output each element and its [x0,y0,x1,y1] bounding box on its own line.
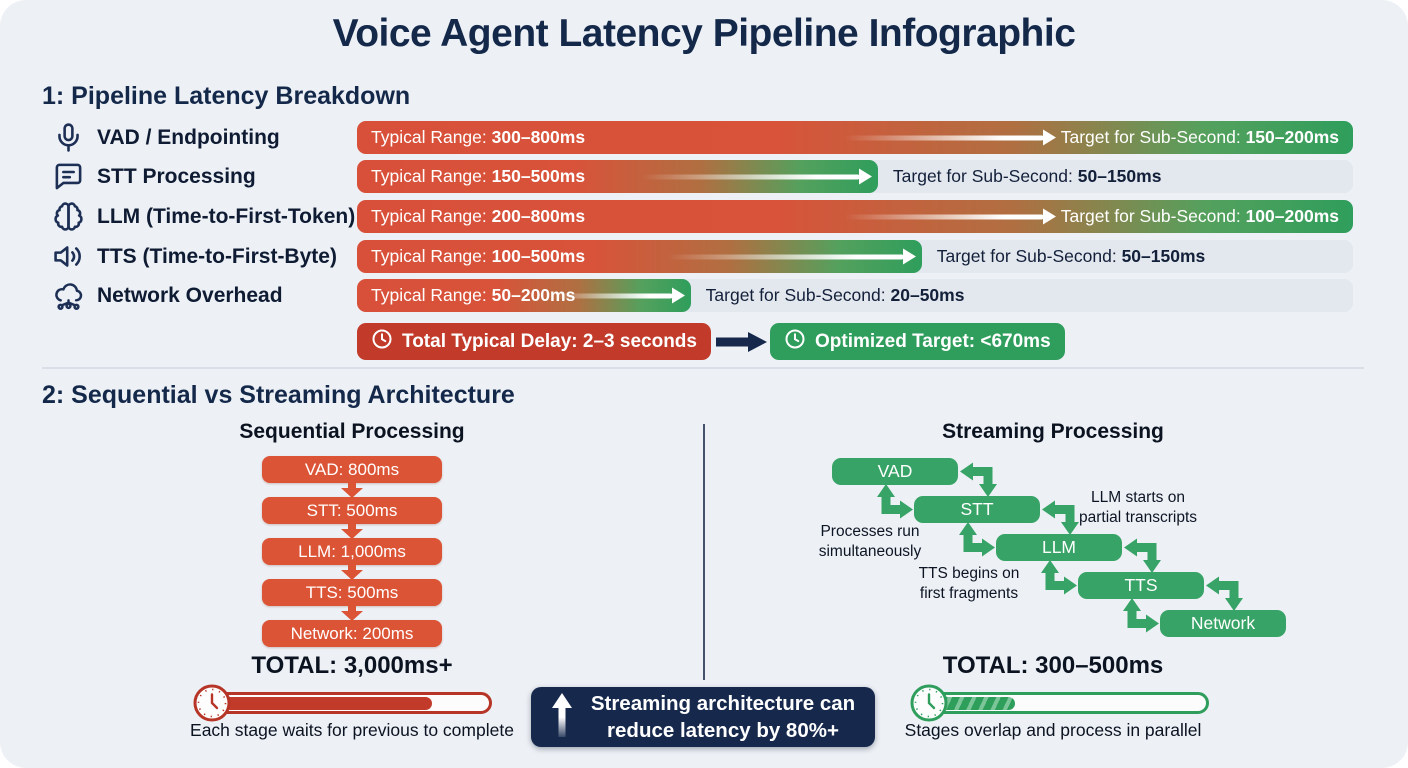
clock-icon [784,328,806,356]
target-text: Target for Sub-Second: 100–200ms [1060,206,1339,226]
typical-range-bar: Typical Range: 150–500ms [357,160,878,193]
typical-range-text: Typical Range: 100–500ms [371,246,586,266]
sequential-title: Sequential Processing [239,420,465,443]
typical-range-text: Typical Range: 50–200ms [371,285,576,305]
brain-icon [50,198,86,234]
typical-range-bar: Typical Range: 50–200ms [357,279,691,312]
microphone-icon [50,119,86,155]
sequential-progress-bar [208,692,492,714]
typical-range-bar: Typical Range: 100–500ms [357,240,922,273]
streaming-annotation: LLM starts on [1091,489,1185,506]
latency-bar-stt: Typical Range: 150–500ms Target for Sub-… [357,160,1353,193]
right-arrow-icon [845,214,1045,219]
stage-label-llm: LLM (Time-to-First-Token) [97,205,356,228]
speaker-icon [50,238,86,274]
section1-heading: 1: Pipeline Latency Breakdown [42,82,411,110]
target-text: Target for Sub-Second: 50–150ms [936,246,1206,266]
streaming-annotation: first fragments [920,585,1018,602]
streaming-stage-label: VAD [878,461,913,481]
sequential-stage-tts: TTS: 500ms [262,579,442,606]
streaming-diagram: VAD STT LLM TTS Network Processes run simultan… [819,458,1286,637]
streaming-stage-label: LLM [1042,537,1076,557]
streaming-stage-label: Network [1191,613,1255,633]
down-arrow-icon [340,524,364,539]
typical-range-bar: Typical Range: 300–800ms Target for Sub-… [357,121,1353,154]
target-text: Target for Sub-Second: 50–150ms [892,166,1162,186]
right-arrow-icon [845,135,1045,140]
target-text: Target for Sub-Second: 150–200ms [1060,127,1339,147]
streaming-progress-bar [913,692,1209,714]
column-divider [703,424,705,680]
down-arrow-icon [340,483,364,498]
streaming-annotation: TTS begins on [919,565,1020,582]
chat-bubble-icon [50,158,86,194]
streaming-callout: Streaming architecture can reduce latenc… [531,687,875,747]
target-text: Target for Sub-Second: 20–50ms [705,285,965,305]
latency-bar-llm: Typical Range: 200–800ms Target for Sub-… [357,200,1353,233]
typical-range-text: Typical Range: 150–500ms [371,166,586,186]
stage-label-stt: STT Processing [97,165,256,188]
callout-text: Streaming architecture can reduce latenc… [590,691,856,742]
sequential-total: TOTAL: 3,000ms+ [251,652,453,679]
streaming-total: TOTAL: 300–500ms [942,652,1164,679]
streaming-stage-label: STT [960,499,993,519]
latency-bar-vad: Typical Range: 300–800ms Target for Sub-… [357,121,1353,154]
sequential-stage-llm: LLM: 1,000ms [262,538,442,565]
streaming-progress-fill [928,696,1015,710]
total-delay-badge: Total Typical Delay: 2–3 seconds [357,323,711,360]
cloud-network-icon [50,277,86,313]
sequential-stage-network: Network: 200ms [262,620,442,647]
streaming-stage-label: TTS [1124,575,1157,595]
stage-label-vad: VAD / Endpointing [97,126,280,149]
streaming-annotation: Processes run [820,523,919,540]
section-divider [42,367,1364,369]
sequential-progress-fill [223,696,432,710]
streaming-annotation: simultaneously [819,543,922,560]
stage-label-network: Network Overhead [97,284,283,307]
right-arrow-icon [641,174,860,179]
streaming-annotation: partial transcripts [1079,509,1197,526]
arrow-right-icon [716,330,768,359]
down-arrow-icon [340,565,364,580]
clock-icon [908,682,950,724]
right-arrow-icon [552,293,673,298]
typical-range-text: Typical Range: 300–800ms [371,127,586,147]
optimized-target-badge: Optimized Target: <670ms [770,323,1065,360]
latency-bar-network: Typical Range: 50–200ms Target for Sub-S… [357,279,1353,312]
right-arrow-icon [666,254,904,259]
stage-label-tts: TTS (Time-to-First-Byte) [97,245,337,268]
streaming-caption: Stages overlap and process in parallel [904,720,1202,740]
section2-heading: 2: Sequential vs Streaming Architecture [42,381,515,409]
page-title: Voice Agent Latency Pipeline Infographic [332,12,1076,55]
streaming-title: Streaming Processing [942,420,1164,443]
up-arrow-icon [549,692,575,742]
latency-bar-tts: Typical Range: 100–500ms Target for Sub-… [357,240,1353,273]
clock-icon [371,328,393,356]
typical-range-text: Typical Range: 200–800ms [371,206,586,226]
typical-range-bar: Typical Range: 200–800ms Target for Sub-… [357,200,1353,233]
sequential-stage-stt: STT: 500ms [262,497,442,524]
sequential-stage-vad: VAD: 800ms [262,456,442,483]
down-arrow-icon [340,606,364,621]
clock-icon [191,682,233,724]
sequential-caption: Each stage waits for previous to complet… [190,720,514,740]
